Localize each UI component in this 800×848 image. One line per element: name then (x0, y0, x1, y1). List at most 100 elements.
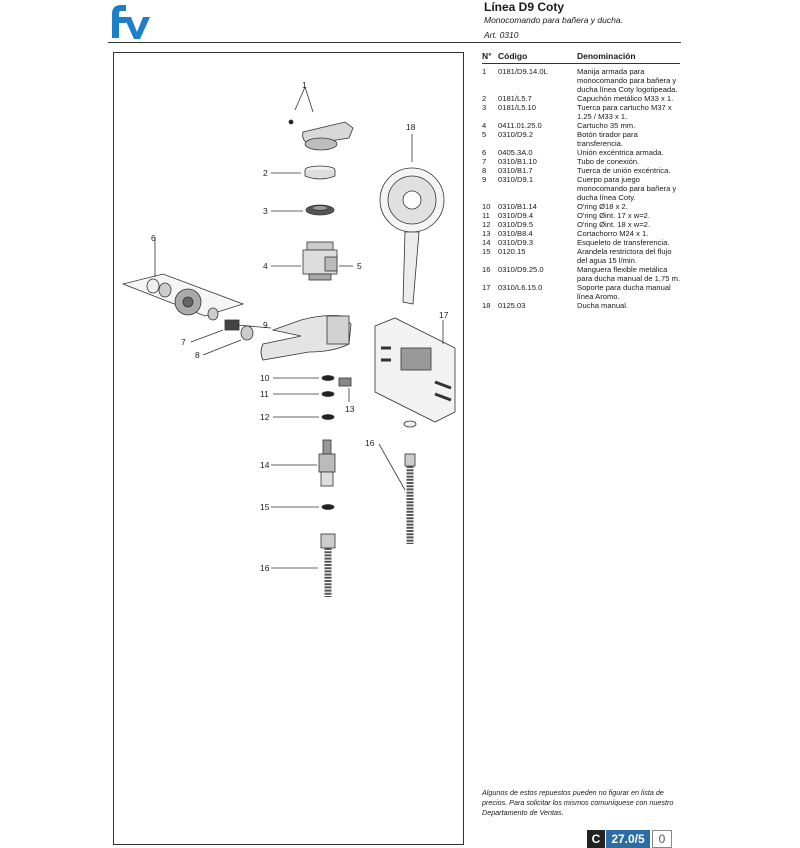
callout-2: 2 (263, 168, 268, 178)
callout-6: 6 (151, 233, 156, 243)
callout-3: 3 (263, 206, 268, 216)
footer-note: Algunos de estos repuestos pueden no fig… (482, 788, 674, 817)
cell-number: 5 (482, 130, 487, 139)
cell-code: 0181/D9.14.0L (498, 67, 548, 76)
column-description: Denominación (577, 51, 636, 61)
callout-17: 17 (439, 310, 449, 320)
cell-code: 0310/B1.7 (498, 166, 533, 175)
diagram-frame (113, 52, 464, 845)
callout-11: 11 (260, 389, 269, 399)
cell-code: 0120.15 (498, 247, 526, 256)
cell-code: 0310/B1.10 (498, 157, 537, 166)
table-row: 9 0310/D9.1 Cuerpo para juego monocomando … (482, 175, 680, 202)
cell-number: 6 (482, 148, 487, 157)
callout-15: 15 (260, 502, 270, 512)
cell-code: 0181/L5.7 (498, 94, 532, 103)
cell-number: 11 (482, 211, 490, 220)
part-cartridge (271, 241, 353, 281)
callout-5: 5 (357, 261, 362, 271)
cell-description: O'ring Øint. 18 x w=2. (577, 220, 650, 229)
table-row: 7 0310/B1.10 Tubo de conexión. (482, 157, 680, 166)
cell-code: 0310/L6.15.0 (498, 283, 543, 292)
callout-9: 9 (263, 320, 268, 330)
cell-code: 0310/D9.4 (498, 211, 534, 220)
callout-7: 7 (181, 337, 186, 347)
callout-10: 10 (260, 373, 270, 383)
section-letter: C (587, 830, 605, 848)
cell-description: Tuerca de unión excéntrica. (577, 166, 671, 175)
table-row: 14 0310/D9.3 Esqueleto de transferencia. (482, 238, 680, 247)
cell-description: Cuerpo para juego monocomando para bañer… (577, 175, 677, 202)
table-row: 12 0310/D9.5 O'ring Øint. 18 x w=2. (482, 220, 680, 229)
cell-number: 17 (482, 283, 491, 292)
part-hose-lower (271, 533, 336, 597)
cell-number: 13 (482, 229, 491, 238)
table-row: 18 0125.03 Ducha manual. (482, 301, 680, 310)
cell-description: Soporte para ducha manual línea Aromo. (577, 283, 671, 301)
cell-number: 14 (482, 238, 491, 247)
table-row: 6 0405.3A.0 Unión excéntrica armada. (482, 148, 680, 157)
page-badge: C 27.0/5 0 (587, 830, 672, 848)
column-code: Código (498, 51, 528, 61)
cell-description: Cartucho 35 mm. (577, 121, 636, 130)
cell-description: Tubo de conexión. (577, 157, 640, 166)
part-transfer-skeleton (271, 439, 336, 487)
cell-number: 8 (482, 166, 487, 175)
exploded-diagram: 1 2 3 4 5 6 7 8 9 10 11 12 13 14 15 16 1… (121, 80, 456, 597)
cell-description: Ducha manual. (577, 301, 629, 310)
callout-8: 8 (195, 350, 200, 360)
parts-table: N° Código Denominación 1 0181/D9.14.0L Man… (482, 52, 680, 310)
cell-code: 0310/B8.4 (498, 229, 533, 238)
header-divider (108, 42, 681, 43)
cell-number: 12 (482, 220, 491, 229)
part-shower-bracket (374, 317, 456, 423)
revision-number: 0 (652, 830, 672, 848)
callout-16-lower: 16 (260, 563, 270, 573)
cell-code: 0310/D9.25.0 (498, 265, 544, 274)
part-connection-tube (190, 319, 254, 356)
cell-number: 10 (482, 202, 491, 211)
cell-description: Capuchón metálico M33 x 1. (577, 94, 674, 103)
cell-code: 0125.03 (498, 301, 526, 310)
cell-description: Arandela restrictora del flujo del agua … (577, 247, 672, 265)
table-row: 4 0411.01.25.0 Cartucho 35 mm. (482, 121, 680, 130)
cell-code: 0411.01.25.0 (498, 121, 542, 130)
cell-code: 0310/D9.1 (498, 175, 534, 184)
part-hose-upper (378, 420, 417, 544)
cell-code: 0405.3A.0 (498, 148, 533, 157)
callout-16-upper: 16 (365, 438, 375, 448)
cell-description: Manguera flexible metálica para ducha ma… (577, 265, 681, 283)
callout-14: 14 (260, 460, 270, 470)
callout-13: 13 (345, 404, 355, 414)
cell-description: Unión excéntrica armada. (577, 148, 664, 157)
cell-description: O'ring Ø18 x 2. (577, 202, 628, 211)
cell-number: 18 (482, 301, 491, 310)
cell-description: Botón tirador para transferencia. (577, 130, 638, 148)
cell-number: 7 (482, 157, 487, 166)
cell-description: Esqueleto de transferencia. (577, 238, 670, 247)
brand-logo (112, 5, 150, 39)
callout-12: 12 (260, 412, 270, 422)
cell-number: 9 (482, 175, 487, 184)
cell-code: 0310/D9.5 (498, 220, 534, 229)
page-subtitle: Monocomando para bañera y ducha. (484, 15, 623, 25)
article-number: Art. 0310 (484, 30, 519, 40)
cell-code: 0181/L5.10 (498, 103, 537, 112)
page-title: Línea D9 Coty (484, 0, 565, 14)
column-number: N° (482, 51, 492, 61)
part-flow-washer (271, 504, 335, 510)
cell-number: 1 (482, 67, 487, 76)
part-mixer-body (236, 315, 352, 361)
cell-number: 4 (482, 121, 487, 130)
cell-code: 0310/D9.3 (498, 238, 534, 247)
cell-number: 3 (482, 103, 487, 112)
